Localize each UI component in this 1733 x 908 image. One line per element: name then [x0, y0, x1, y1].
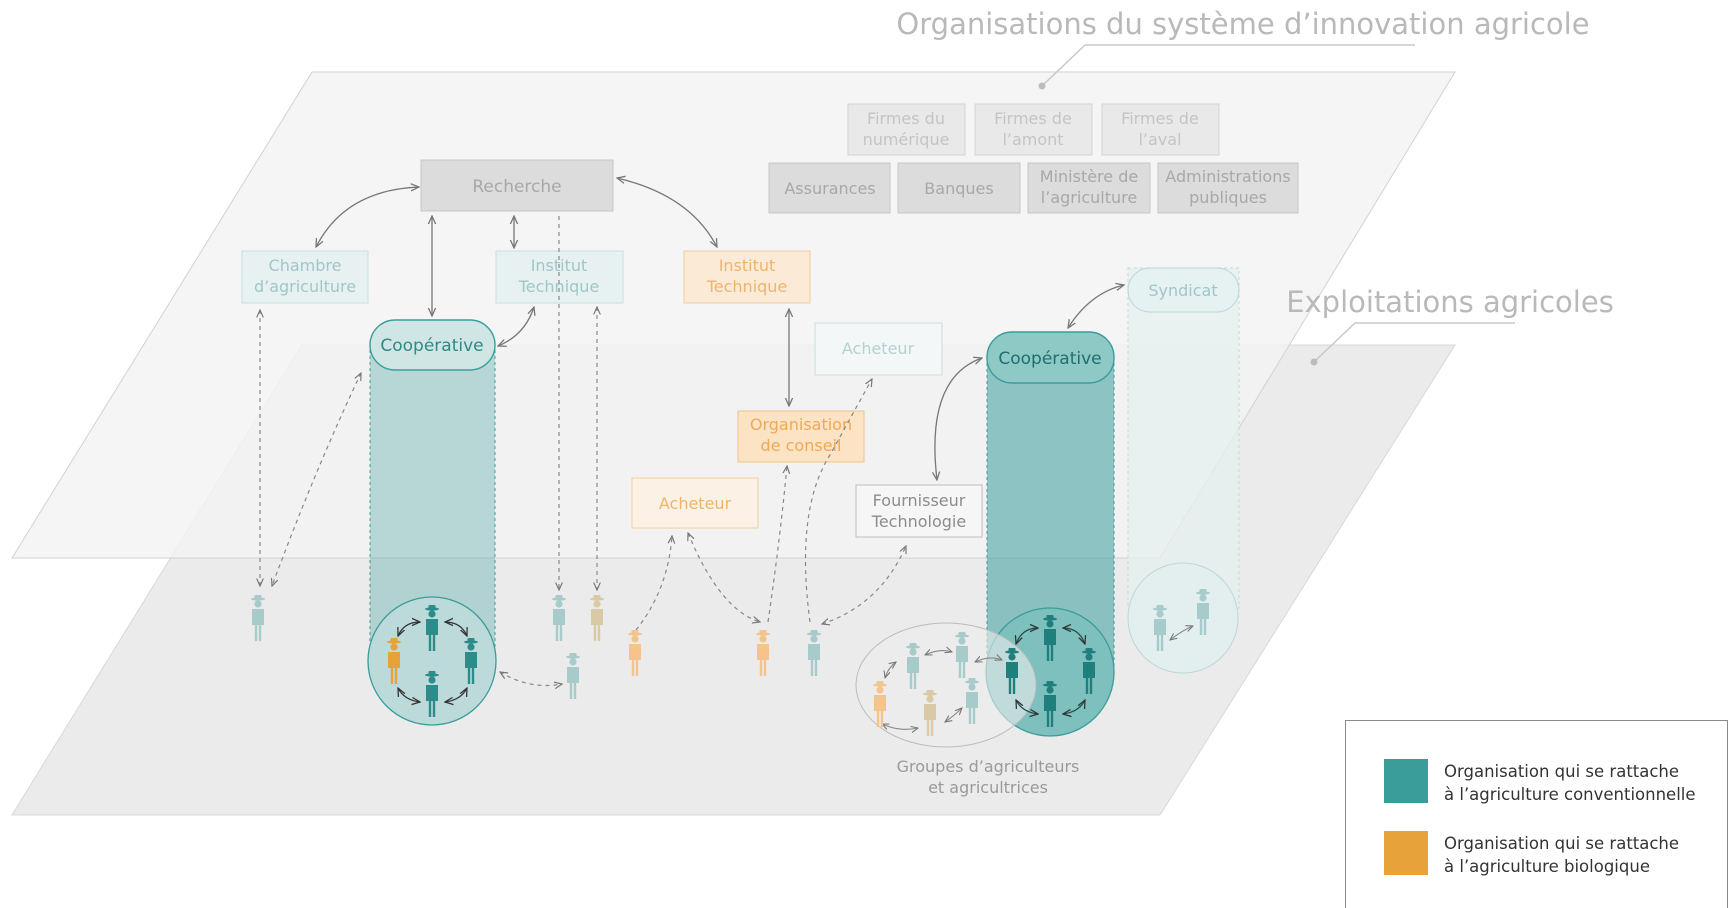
cooperative-right-label: Coopérative: [998, 349, 1101, 369]
acheteur-bio-box: Acheteur: [631, 477, 759, 529]
coop-right-cycle-arrows: [1016, 628, 1085, 714]
legend-item-organic: Organisation qui se rattache à l’agricul…: [1384, 831, 1714, 879]
assurances-label: Assurances: [784, 179, 875, 198]
cooperative-left-label: Coopérative: [380, 336, 483, 356]
legend-label-conventional: Organisation qui se rattache à l’agricul…: [1444, 762, 1696, 804]
farmer-groups-cluster: [855, 622, 1037, 748]
syndicat-label: Syndicat: [1148, 281, 1217, 300]
acheteur-bio-label: Acheteur: [659, 494, 732, 513]
banques-box: Banques: [897, 162, 1021, 214]
coop-left-cycle-arrows: [398, 622, 467, 702]
assurances-box: Assurances: [768, 162, 891, 214]
legend-label-organic: Organisation qui se rattache à l’agricul…: [1444, 834, 1680, 876]
acheteur-top-box: Acheteur: [814, 322, 943, 376]
connectors-dashed: [260, 216, 906, 686]
acheteur-top-label: Acheteur: [842, 339, 915, 358]
legend-item-conventional: Organisation qui se rattache à l’agricul…: [1384, 759, 1714, 807]
legend-swatch-conventional: [1384, 759, 1428, 803]
legend: Organisation qui se rattache à l’agricul…: [1345, 720, 1728, 908]
banques-label: Banques: [924, 179, 993, 198]
layer-title-farms: Exploitations agricoles: [1286, 285, 1614, 319]
legend-swatch-organic: [1384, 831, 1428, 875]
recherche-box: Recherche: [420, 159, 614, 212]
cluster-arrows: [882, 626, 1193, 729]
recherche-label: Recherche: [472, 177, 561, 197]
syndicat-column: Syndicat: [1127, 267, 1240, 674]
cooperative-left-column: Coopérative: [367, 319, 497, 726]
layer-title-innovation: Organisations du système d’innovation ag…: [896, 7, 1589, 41]
connectors-solid: [316, 178, 1124, 480]
